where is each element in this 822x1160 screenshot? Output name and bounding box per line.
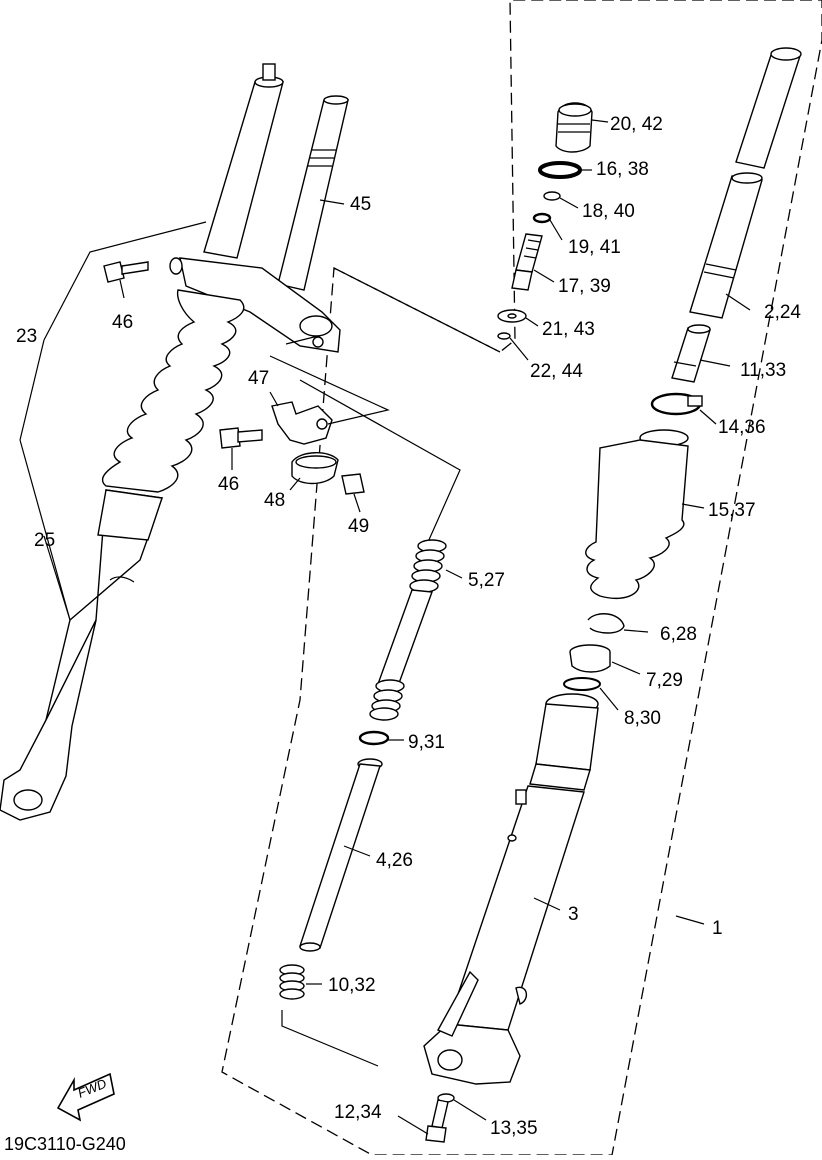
callout-11-33: 11,33 [740,360,786,381]
callout-17-39: 17, 39 [558,276,611,297]
callout-21-43: 21, 43 [542,319,595,340]
callout-45: 45 [350,194,371,215]
callout-23: 23 [16,326,37,347]
bushing-11 [671,324,731,383]
callout-47: 47 [248,368,269,389]
dust-boot-15 [585,429,705,600]
washer-8 [563,677,601,691]
nut-19 [532,212,552,224]
clamp-14 [650,392,717,425]
callout-25: 25 [34,530,55,551]
oil-seal-7 [569,644,641,675]
diagram-code: 19C3110-G240 [4,1134,126,1154]
callout-15-37: 15,37 [708,500,756,521]
bolt-49 [341,473,365,513]
callout-19-41: 19, 41 [568,237,621,258]
spring-10 [279,964,322,1000]
callout-12-34: 12,34 [334,1102,382,1123]
callout-48: 48 [264,490,285,511]
callout-1: 1 [712,918,723,939]
circlip-6 [587,613,625,634]
callout-5-27: 5,27 [468,570,505,591]
bracket-47 [269,391,333,445]
callout-8-30: 8,30 [624,708,661,729]
callout-13-35: 13,35 [490,1118,538,1139]
callout-6-28: 6,28 [660,624,697,645]
callout-22-44: 22, 44 [530,361,583,382]
inner-parts-boundary [333,267,501,353]
spring-5 [369,539,463,721]
callout-7-29: 7,29 [646,670,683,691]
cap-bolt-20 [555,102,609,153]
callout-46-lower: 46 [218,474,239,495]
callout-4-26: 4,26 [376,850,413,871]
callout-2-24: 2,24 [764,302,801,323]
callout-10-32: 10,32 [328,975,376,996]
outer-tube-3 [423,693,599,1085]
inner-tube-2 [689,172,763,319]
bolt-46-lower [219,427,263,470]
callout-9-31: 9,31 [408,732,445,753]
outer-tube-upper [735,47,802,169]
fwd-arrow-icon: FWD [56,1072,115,1122]
adjuster-17 [511,233,555,291]
callout-49: 49 [348,516,369,537]
callout-20-42: 20, 42 [610,114,663,135]
washer-18 [543,191,561,201]
washer-22 [497,332,511,340]
callout-3: 3 [568,904,579,925]
clamp-48 [289,452,339,491]
callout-14-36: 14,36 [718,417,766,438]
bolt-46-upper [103,261,149,299]
bolt-12 [397,1093,487,1143]
damper-rod-4 [299,758,383,952]
callout-16-38: 16, 38 [596,159,649,180]
assembled-fork-left [0,63,349,821]
callout-18-40: 18, 40 [582,201,635,222]
callout-46-upper: 46 [112,312,133,333]
o-ring-16 [538,161,582,179]
ring-9 [358,730,390,746]
